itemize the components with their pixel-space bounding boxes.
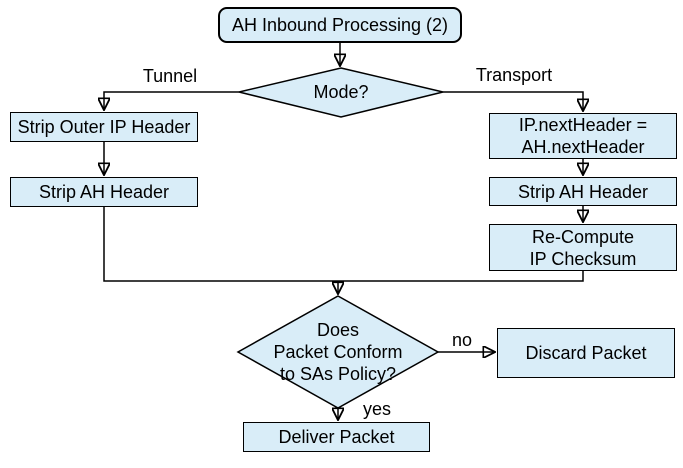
edge-mode-to-strip-outer [104,91,239,109]
edge-branches-join [103,207,584,282]
edge-label-yes: yes [362,399,391,419]
node-strip-outer-ip-header: Strip Outer IP Header [10,112,198,142]
edge-mode-to-ip-nextheader [443,91,583,110]
node-strip-ah-header-tunnel: Strip AH Header [10,177,198,207]
policy-decision-diamond [236,295,440,409]
node-title: AH Inbound Processing (2) [218,7,462,43]
edge-label-tunnel: Tunnel [142,66,198,86]
node-strip-ah-header-transport: Strip AH Header [489,177,677,206]
node-deliver-packet: Deliver Packet [243,422,430,452]
node-recompute-checksum: Re-Compute IP Checksum [489,224,677,271]
node-ip-nextheader: IP.nextHeader = AH.nextHeader [489,113,677,159]
node-discard-packet: Discard Packet [497,328,675,378]
edge-label-transport: Transport [475,65,553,85]
edge-label-no: no [451,330,473,350]
label-policy-decision: Does Packet Conform to SAs Policy? [273,320,403,384]
mode-decision-diamond [238,67,444,118]
label-mode-decision: Mode? [313,82,369,102]
